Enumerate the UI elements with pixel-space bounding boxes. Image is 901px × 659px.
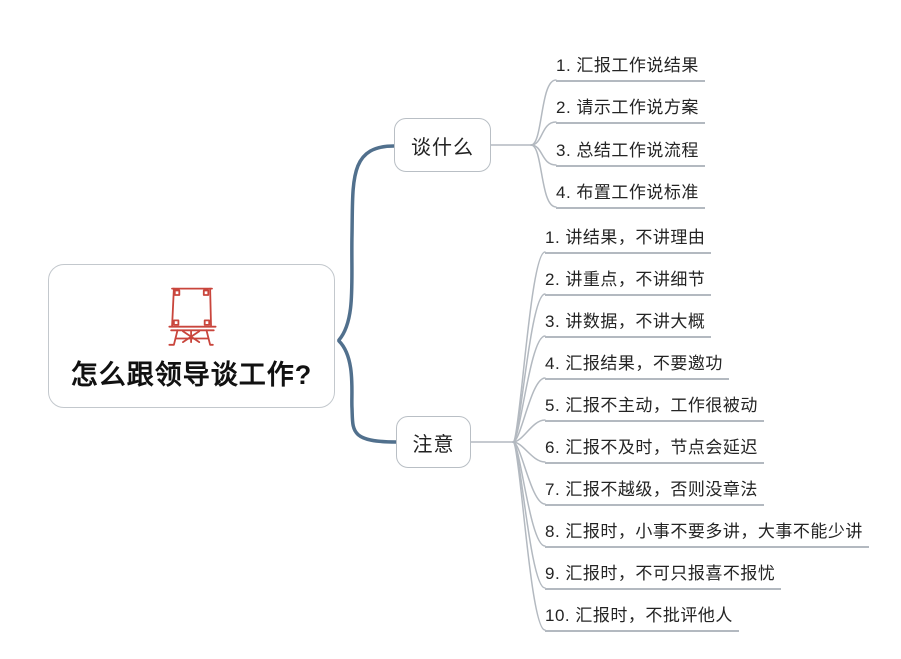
leaf-topic[interactable]: 7. 汇报不越级，否则没章法	[545, 478, 764, 506]
connector-line	[512, 441, 546, 589]
connector-line	[512, 441, 546, 505]
connector-line	[512, 441, 546, 547]
leaf-topic[interactable]: 3. 讲数据，不讲大概	[545, 310, 712, 338]
root-topic[interactable]: 怎么跟领导谈工作?	[48, 264, 335, 408]
branch-curve-bottom	[337, 339, 398, 444]
branch-topic-what-to-talk[interactable]: 谈什么	[394, 118, 491, 172]
connector-line	[530, 144, 557, 208]
branch-topic-attention[interactable]: 注意	[396, 416, 471, 468]
branch-topic-label: 谈什么	[411, 136, 474, 159]
connector-line	[512, 293, 546, 443]
root-topic-label: 怎么跟领导谈工作?	[70, 359, 313, 390]
connector-line	[512, 441, 546, 463]
leaf-topic[interactable]: 5. 汇报不主动，工作很被动	[545, 394, 764, 422]
root-branch-curves	[337, 144, 398, 444]
leaf-topic[interactable]: 9. 汇报时，不可只报喜不报忧	[545, 562, 782, 590]
connector-line	[530, 144, 557, 166]
leaf-topic[interactable]: 4. 布置工作说标准	[556, 181, 705, 209]
connector-line	[530, 121, 557, 146]
leaf-topic[interactable]: 2. 讲重点，不讲细节	[545, 268, 712, 296]
connector-line	[512, 251, 546, 443]
leaf-topic[interactable]: 8. 汇报时，小事不要多讲，大事不能少讲	[545, 520, 869, 548]
connector-line	[512, 419, 546, 443]
leaf-topic[interactable]: 6. 汇报不及时，节点会延迟	[545, 436, 764, 464]
leaf-topic[interactable]: 1. 汇报工作说结果	[556, 54, 705, 82]
branch-curve-top	[337, 144, 396, 342]
leaf-topic[interactable]: 3. 总结工作说流程	[556, 139, 705, 167]
connector-line	[530, 79, 557, 146]
connector-line	[512, 335, 546, 443]
easel-presentation-icon	[167, 287, 216, 346]
leaf-topic[interactable]: 4. 汇报结果，不要邀功	[545, 352, 729, 380]
connector-line	[512, 441, 546, 631]
leaf-topic[interactable]: 10. 汇报时，不批评他人	[545, 604, 739, 632]
leaf-topic[interactable]: 2. 请示工作说方案	[556, 96, 705, 124]
leaf-topic[interactable]: 1. 讲结果，不讲理由	[545, 226, 712, 254]
branch-topic-label: 注意	[412, 433, 455, 456]
connector-line	[512, 377, 546, 443]
